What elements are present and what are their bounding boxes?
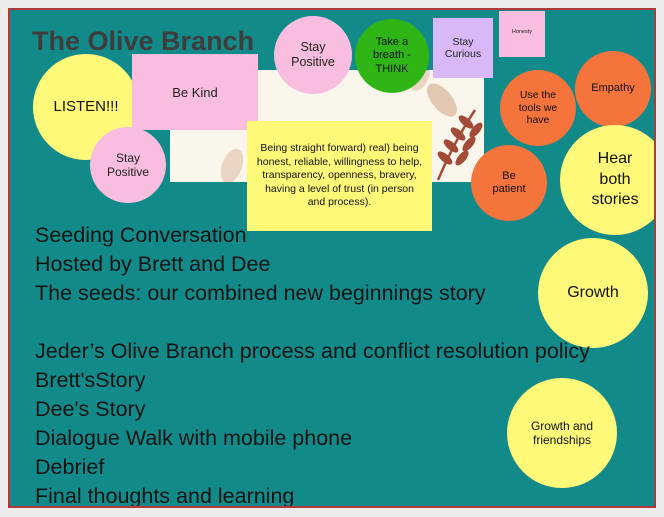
sticky-text: Hear both stories: [591, 149, 639, 209]
agenda-line: The seeds: our combined new beginnings s…: [35, 281, 486, 305]
agenda-line: Jeder’s Olive Branch process and conflic…: [35, 339, 590, 363]
sticky-stay-positive-left[interactable]: Stay Positive: [90, 127, 166, 203]
sticky-growth[interactable]: Growth: [538, 238, 648, 348]
sticky-stay-curious[interactable]: Stay Curious: [433, 18, 493, 78]
sticky-text: Stay Positive: [291, 40, 335, 69]
sticky-text: Stay Positive: [106, 150, 150, 179]
sticky-growth-friendships[interactable]: Growth and friendships: [507, 378, 617, 488]
sticky-use-tools[interactable]: Use the tools we have: [500, 70, 576, 146]
sticky-text: Stay Curious: [444, 36, 482, 60]
sticky-empathy[interactable]: Empathy: [575, 51, 651, 127]
sticky-be-patient[interactable]: Be patient: [471, 145, 547, 221]
sticky-text: Growth: [567, 284, 619, 302]
sticky-take-breath[interactable]: Take a breath - THINK: [355, 19, 429, 93]
board-title: The Olive Branch: [32, 26, 255, 56]
agenda-line: Hosted by Brett and Dee: [35, 252, 271, 276]
sticky-text: Growth and friendships: [530, 418, 594, 447]
sticky-be-kind[interactable]: Be Kind: [132, 54, 258, 130]
agenda-line: Seeding Conversation: [35, 223, 247, 247]
sticky-stay-positive-top[interactable]: Stay Positive: [274, 16, 352, 94]
whiteboard-canvas[interactable]: The Olive Branch LISTEN!!! Be Kind Sta: [8, 8, 656, 508]
sticky-text: Take a breath - THINK: [373, 36, 411, 75]
sticky-hear-both-stories[interactable]: Hear both stories: [560, 125, 654, 235]
agenda-line: Dialogue Walk with mobile phone: [35, 426, 353, 450]
sticky-text: Be patient: [492, 169, 526, 195]
sticky-text: Be Kind: [172, 84, 218, 100]
sticky-honesty[interactable]: Honesty: [499, 11, 545, 57]
sticky-text: Being straight forward) real) being hone…: [256, 141, 423, 209]
agenda-line: Dee's Story: [35, 397, 146, 421]
sticky-trust[interactable]: Being straight forward) real) being hone…: [247, 121, 432, 231]
sticky-text: Use the tools we have: [518, 89, 558, 127]
agenda-line: Final thoughts and learning: [35, 484, 295, 508]
agenda-line: Brett'sStory: [35, 368, 146, 392]
sticky-text: LISTEN!!!: [53, 98, 119, 115]
agenda-line: Debrief: [35, 455, 105, 479]
sticky-text: Honesty: [511, 29, 533, 35]
sticky-text: Empathy: [591, 82, 635, 95]
